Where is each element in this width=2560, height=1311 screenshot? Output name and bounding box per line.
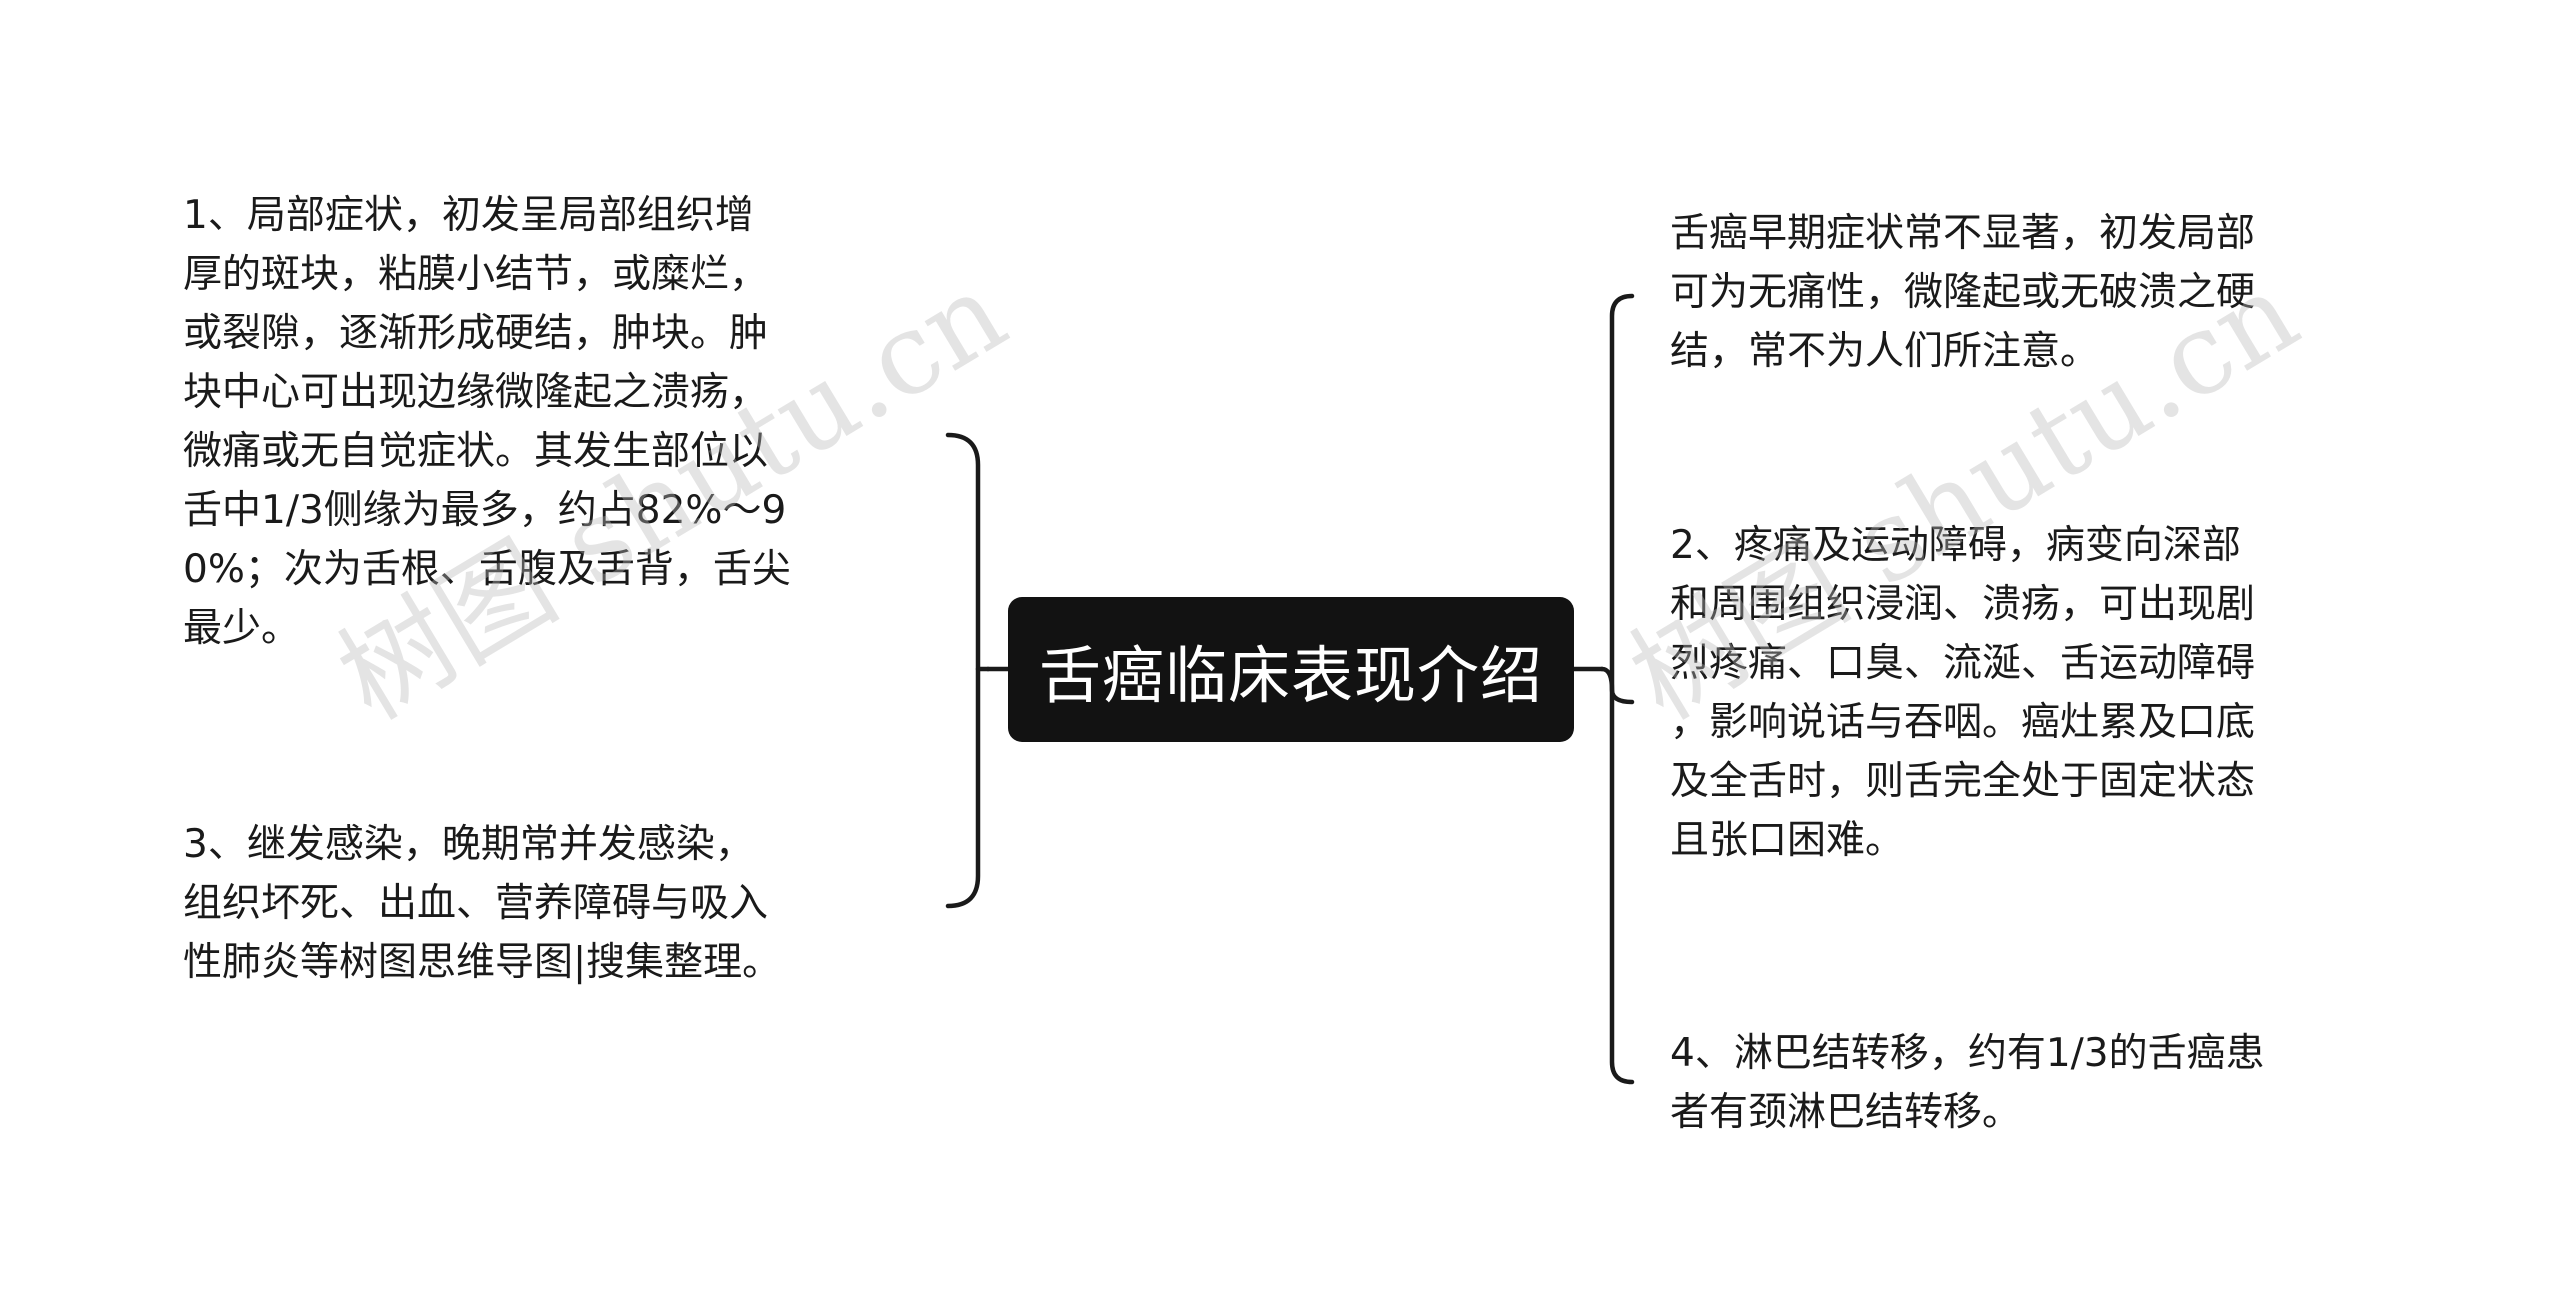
connector-right-branch-2 xyxy=(1599,666,1635,705)
connector-right-bracket xyxy=(1609,293,1635,1085)
connector-left-bracket xyxy=(945,432,981,909)
right-branch-node-intro: 舌癌早期症状常不显著，初发局部 可为无痛性，微隆起或无破溃之硬 结，常不为人们所… xyxy=(1670,211,2256,374)
left-branch-node-3: 3、继发感染，晚期常并发感染， 组织坏死、出血、营养障碍与吸入 性肺炎等树图思维… xyxy=(183,822,782,985)
right-branch-node-2: 2、疼痛及运动障碍，病变向深部 和周围组织浸润、溃疡，可出现剧 烈疼痛、口臭、流… xyxy=(1670,523,2256,863)
root-title: 舌癌临床表现介绍 xyxy=(1038,638,1543,712)
right-branch-node-4: 4、淋巴结转移，约有1/3的舌癌患 者有颈淋巴结转移。 xyxy=(1670,1031,2265,1135)
left-branch-node-1: 1、局部症状，初发呈局部组织增 厚的斑块，粘膜小结节，或糜烂， 或裂隙，逐渐形成… xyxy=(183,193,791,651)
root-node[interactable]: 舌癌临床表现介绍 xyxy=(1008,597,1574,742)
